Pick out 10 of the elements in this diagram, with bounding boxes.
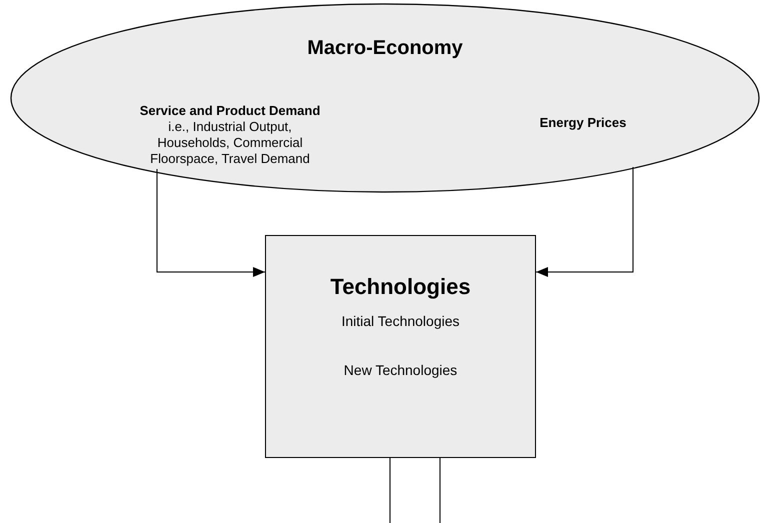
heading-text: Energy Prices [540, 115, 626, 131]
box-title: Technologies [330, 274, 471, 300]
heading-text: Service and Product Demand [140, 103, 320, 119]
process-box [265, 235, 536, 458]
body-text: i.e., Industrial Output, Households, Commercial Floorspace, Travel Demand [149, 119, 311, 167]
box-item: Initial Technologies [341, 312, 460, 331]
connector-arrow [536, 166, 634, 277]
box-item: New Technologies [344, 361, 458, 380]
title-text: Macro-Economy [307, 37, 463, 60]
connector-arrow [156, 168, 266, 277]
